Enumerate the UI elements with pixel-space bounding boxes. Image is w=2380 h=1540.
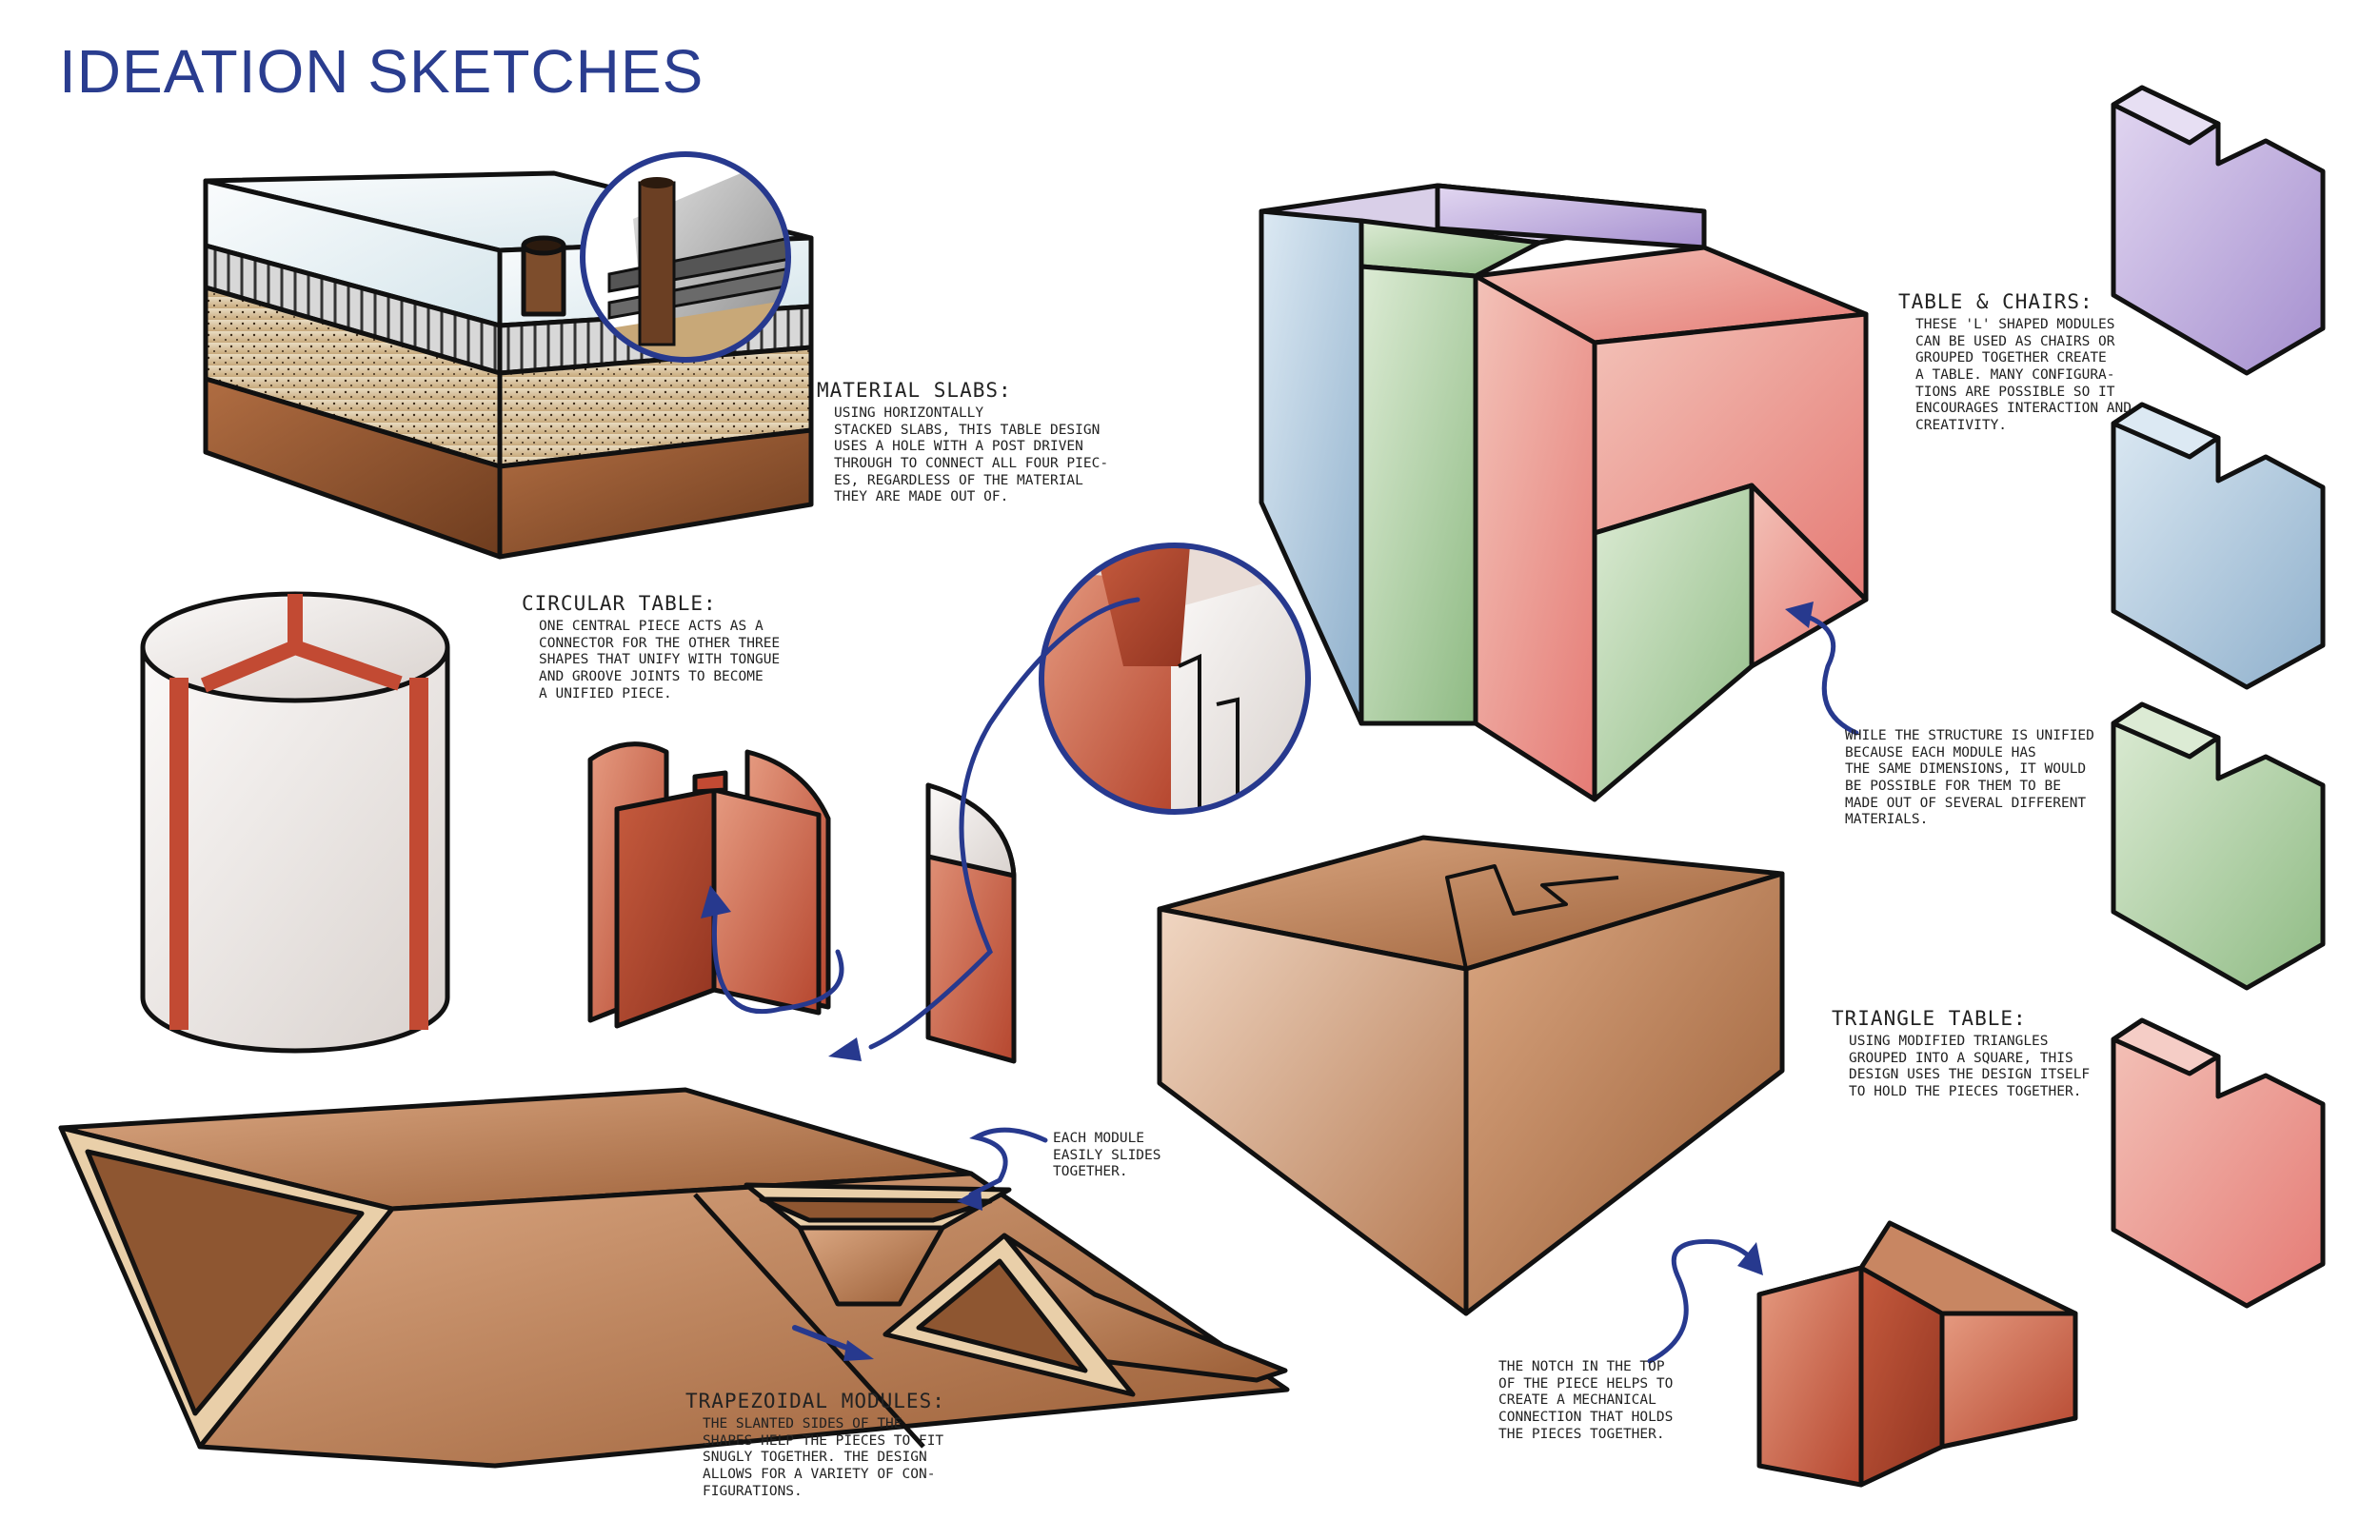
module-caption: EACH MODULE EASILY SLIDES TOGETHER. bbox=[1053, 1131, 1161, 1180]
chair-module-blue bbox=[2111, 402, 2326, 690]
l-module-cube-sketch bbox=[1259, 183, 1869, 802]
triangle-table-heading: TRIANGLE TABLE: bbox=[1832, 1007, 2027, 1030]
curved-arrow-icon bbox=[701, 597, 1140, 1061]
chair-module-green bbox=[2111, 701, 2326, 991]
notch-caption: THE NOTCH IN THE TOP OF THE PIECE HELPS … bbox=[1498, 1359, 1674, 1442]
circular-joint-detail-lens bbox=[1039, 543, 1311, 815]
triangle-table-body: USING MODIFIED TRIANGLES GROUPED INTO A … bbox=[1849, 1034, 2091, 1100]
page-title: IDEATION SKETCHES bbox=[59, 37, 704, 106]
triangle-table-sketch bbox=[1157, 835, 1785, 1316]
trapezoidal-modules-heading: TRAPEZOIDAL MODULES: bbox=[685, 1390, 945, 1412]
material-slabs-body: USING HORIZONTALLY STACKED SLABS, THIS T… bbox=[834, 405, 1109, 505]
direction-arrow-icon bbox=[792, 1325, 874, 1361]
trapezoidal-modules-note: TRAPEZOIDAL MODULES: THE SLANTED SIDES O… bbox=[685, 1390, 1019, 1500]
chair-module-pink bbox=[2111, 1017, 2326, 1309]
structure-caption: WHILE THE STRUCTURE IS UNIFIED BECAUSE E… bbox=[1845, 728, 2094, 828]
trapezoidal-module-small bbox=[744, 1182, 1012, 1307]
curved-arrow-icon bbox=[1785, 602, 1859, 736]
triangle-table-note: TRIANGLE TABLE: USING MODIFIED TRIANGLES… bbox=[1832, 1007, 2146, 1101]
chair-module-purple bbox=[2111, 85, 2326, 376]
tongue-groove-pieces-sketch bbox=[587, 741, 1017, 1064]
table-chairs-note: TABLE & CHAIRS: THESE 'L' SHAPED MODULES… bbox=[1898, 290, 2184, 435]
triangle-notch-piece-sketch bbox=[1756, 1220, 2078, 1488]
circular-table-body: ONE CENTRAL PIECE ACTS AS A CONNECTOR FO… bbox=[539, 619, 781, 701]
trapezoidal-modules-body: THE SLANTED SIDES OF THE SHAPES HELP THE… bbox=[703, 1416, 944, 1499]
material-slabs-note: MATERIAL SLABS: USING HORIZONTALLY STACK… bbox=[817, 379, 1131, 506]
circular-table-note: CIRCULAR TABLE: ONE CENTRAL PIECE ACTS A… bbox=[522, 592, 836, 702]
table-chairs-heading: TABLE & CHAIRS: bbox=[1898, 290, 2093, 313]
table-chairs-body: THESE 'L' SHAPED MODULES CAN BE USED AS … bbox=[1915, 317, 2132, 434]
curved-arrow-icon bbox=[1647, 1238, 1763, 1364]
material-slabs-detail-lens bbox=[580, 151, 791, 363]
circular-table-heading: CIRCULAR TABLE: bbox=[522, 592, 717, 615]
curved-arrow-icon bbox=[957, 1127, 1048, 1211]
circular-table-sketch bbox=[140, 591, 450, 1054]
trapezoidal-module-medium bbox=[883, 1233, 1288, 1397]
material-slabs-heading: MATERIAL SLABS: bbox=[817, 379, 1012, 402]
